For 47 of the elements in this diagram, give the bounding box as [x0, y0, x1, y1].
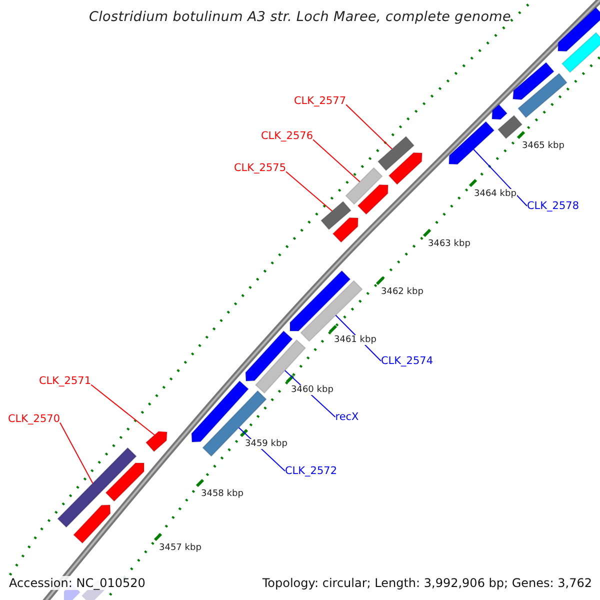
gene-label: CLK_2570 [8, 413, 60, 425]
gene-segment [491, 104, 508, 120]
leader-line [90, 384, 156, 436]
gene-label: CLK_2571 [38, 375, 92, 387]
gene-segment [517, 72, 568, 118]
gene-segment [72, 504, 111, 544]
leader-line [346, 104, 392, 150]
gene-segment [290, 270, 351, 332]
footer-text: Topology: circular; Length: 3,992,906 bp; Genes: 3,762 [262, 576, 592, 590]
tick-label: 3461 kbp [333, 335, 378, 345]
leader-line [60, 422, 94, 484]
gene-label: CLK_2576 [260, 130, 314, 142]
leader-line [312, 139, 360, 182]
gene-segment [561, 32, 600, 74]
tick-label: 3459 kbp [244, 439, 288, 449]
gene-segment [497, 114, 523, 140]
gene-segment [388, 152, 423, 186]
tick-label: 3465 kbp [521, 141, 566, 151]
gene-segment [377, 136, 415, 172]
gene-segment [105, 462, 144, 502]
gene-segment [202, 390, 267, 457]
gene-label: CLK_2572 [284, 465, 338, 477]
footer-text: Accession: NC_010520 [9, 576, 146, 590]
gene-segment [345, 167, 383, 205]
tick-label: 3462 kbp [380, 287, 424, 297]
gene-segment [332, 217, 359, 243]
gene-segment [448, 120, 495, 165]
gene-label: CLK_2574 [380, 355, 434, 367]
tick-label: 3458 kbp [200, 489, 244, 499]
gene-segment [145, 430, 168, 452]
tick-label: 3464 kbp [473, 189, 518, 199]
gene-label: CLK_2575 [234, 162, 286, 174]
leader-line [286, 171, 333, 212]
gene-segment [512, 62, 555, 100]
tick-label: 3463 kbp [427, 239, 472, 249]
tick-label: 3457 kbp [158, 543, 202, 553]
gene-segment [245, 330, 294, 382]
leader-line [473, 148, 528, 206]
gene-label: recX [335, 411, 359, 423]
tick-label: 3460 kbp [290, 385, 334, 395]
gene-label: CLK_2577 [294, 95, 346, 107]
title: Clostridium botulinum A3 str. Loch Maree, complete genome [88, 9, 512, 25]
gene-segment [57, 447, 137, 528]
gene-label: CLK_2578 [526, 200, 580, 212]
gene-segment [320, 200, 352, 230]
gene-segment [357, 184, 389, 215]
gene-segment [557, 6, 600, 52]
